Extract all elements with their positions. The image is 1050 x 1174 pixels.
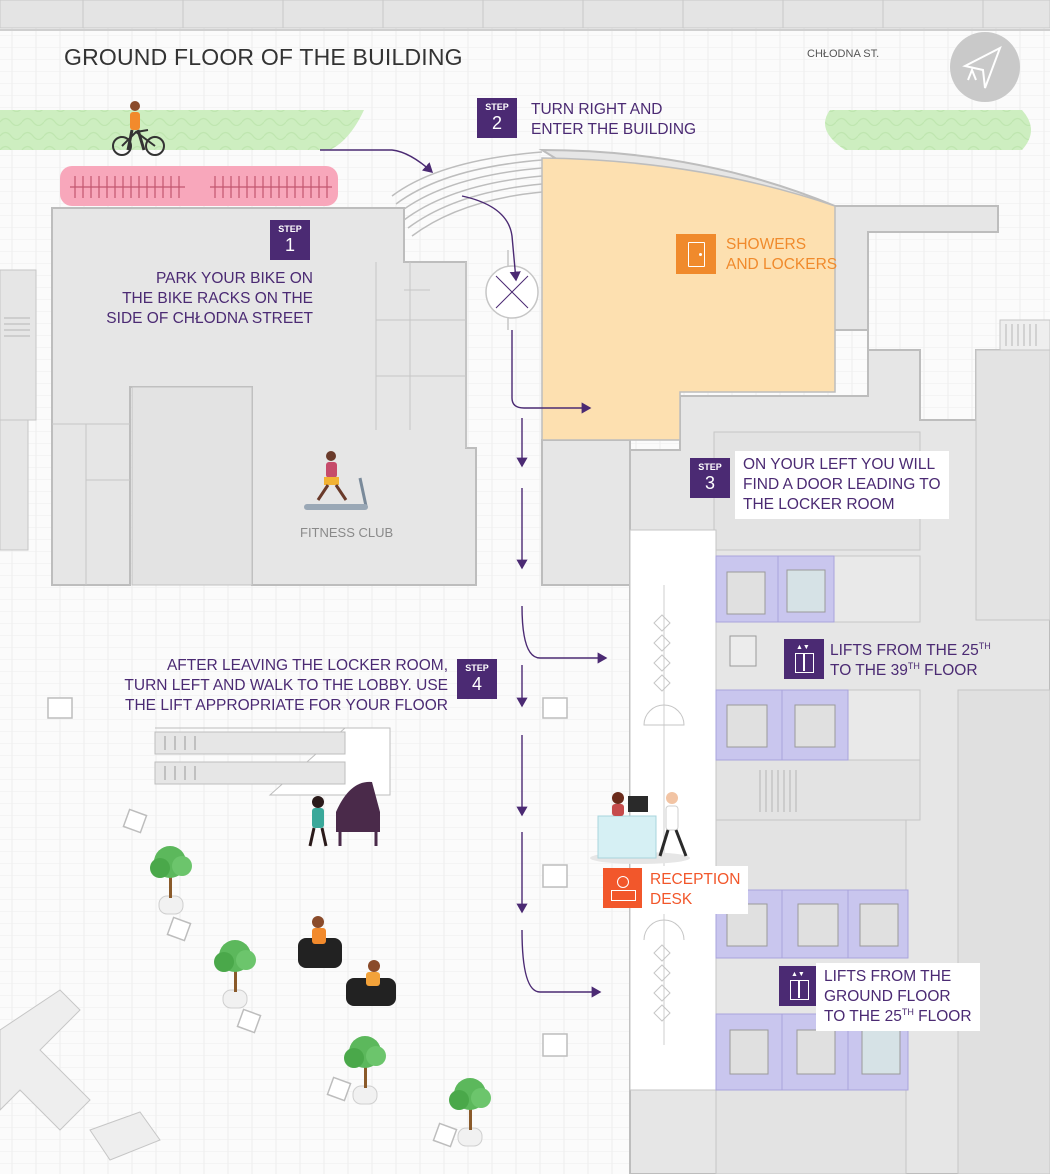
showers-lockers-label: SHOWERS AND LOCKERS	[726, 235, 837, 275]
locker-door-icon	[676, 234, 716, 274]
escalators	[154, 727, 391, 796]
lifts-upper-line-1: LIFTS FROM THE 25TH	[830, 640, 991, 659]
top-building-strip	[0, 0, 1050, 31]
fitness-club-label: FITNESS CLUB	[300, 525, 394, 540]
step-1-line-3: SIDE OF CHŁODNA STREET	[106, 310, 313, 327]
step-2-badge: STEP 2	[477, 98, 517, 138]
step-3-line-2: FIND A DOOR LEADING TO	[743, 476, 941, 493]
page-title: GROUND FLOOR OF THE BUILDING	[64, 44, 463, 70]
central-corridor	[465, 250, 539, 448]
step-3-number: 3	[704, 473, 715, 493]
fitness-club-building	[51, 207, 477, 586]
columns	[47, 697, 568, 1148]
bottom-left-structure	[0, 989, 161, 1161]
lift-icon-lower: ▲▼	[779, 966, 819, 1006]
lifts-upper-line-2: TO THE 39TH FLOOR	[830, 660, 978, 679]
step-3-word: STEP	[698, 462, 722, 472]
bike-racks	[60, 166, 338, 206]
lifts-lower-line-1: LIFTS FROM THE	[824, 968, 952, 985]
step-1-word: STEP	[278, 224, 302, 234]
reception-line-2: DESK	[650, 891, 693, 908]
entrance-canopy	[391, 151, 543, 237]
step-1-text: PARK YOUR BIKE ON THE BIKE RACKS ON THE …	[96, 269, 313, 329]
step-4-line-1: AFTER LEAVING THE LOCKER ROOM,	[166, 657, 448, 674]
step-1-line-2: THE BIKE RACKS ON THE	[122, 290, 313, 307]
treadmill-runner-illustration	[304, 451, 368, 510]
reception-icon	[603, 868, 643, 908]
step-3-text: ON YOUR LEFT YOU WILL FIND A DOOR LEADIN…	[735, 451, 949, 519]
step-1-badge: STEP 1	[270, 220, 310, 260]
lifts-lower-line-3: TO THE 25TH FLOOR	[824, 1006, 972, 1025]
lounge-people-illustration	[298, 916, 396, 1006]
lifts-lower-line-2: GROUND FLOOR	[824, 988, 951, 1005]
street-label: CHŁODNA ST.	[807, 48, 880, 60]
step-2-line-2: ENTER THE BUILDING	[531, 121, 697, 138]
green-strip-left	[0, 110, 364, 150]
step-1-line-1: PARK YOUR BIKE ON	[155, 270, 313, 287]
reception-label: RECEPTION DESK	[642, 866, 749, 914]
step-4-badge: STEP 4	[457, 659, 497, 699]
showers-line-2: AND LOCKERS	[726, 256, 838, 273]
step-4-line-3: THE LIFT APPROPRIATE FOR YOUR FLOOR	[125, 697, 448, 714]
step-2-text: TURN RIGHT AND ENTER THE BUILDING	[531, 100, 696, 140]
lift-cabins	[715, 555, 909, 1091]
showers-line-1: SHOWERS	[726, 236, 807, 253]
step-3-line-1: ON YOUR LEFT YOU WILL	[743, 456, 936, 473]
locker-room-area	[541, 157, 836, 441]
lifts-lower-label: LIFTS FROM THE GROUND FLOOR TO THE 25TH …	[816, 963, 980, 1031]
step-4-text: AFTER LEAVING THE LOCKER ROOM, TURN LEFT…	[100, 656, 448, 716]
green-strip-right	[825, 110, 1031, 150]
cyclist-illustration	[112, 101, 165, 156]
step-4-line-2: TURN LEFT AND WALK TO THE LOBBY. USE	[124, 677, 448, 694]
lifts-upper-label: LIFTS FROM THE 25TH TO THE 39TH FLOOR	[830, 641, 991, 681]
step-3-line-3: THE LOCKER ROOM	[743, 496, 895, 513]
trees	[150, 846, 491, 1147]
step-3-badge: STEP 3	[690, 458, 730, 498]
pianist-illustration	[308, 781, 380, 847]
route-arrows	[320, 149, 608, 998]
step-4-number: 4	[471, 674, 482, 694]
reception-line-1: RECEPTION	[650, 871, 741, 888]
step-1-number: 1	[284, 235, 295, 255]
compass-north-icon	[950, 32, 1020, 102]
step-2-word: STEP	[485, 102, 509, 112]
step-2-line-1: TURN RIGHT AND	[531, 101, 663, 118]
reception-desk-illustration	[590, 792, 690, 864]
step-4-word: STEP	[465, 663, 489, 673]
lift-icon-upper: ▲▼	[784, 639, 824, 679]
step-2-number: 2	[491, 113, 502, 133]
lobby-gates	[643, 614, 685, 1022]
left-edge-rooms	[0, 269, 37, 551]
